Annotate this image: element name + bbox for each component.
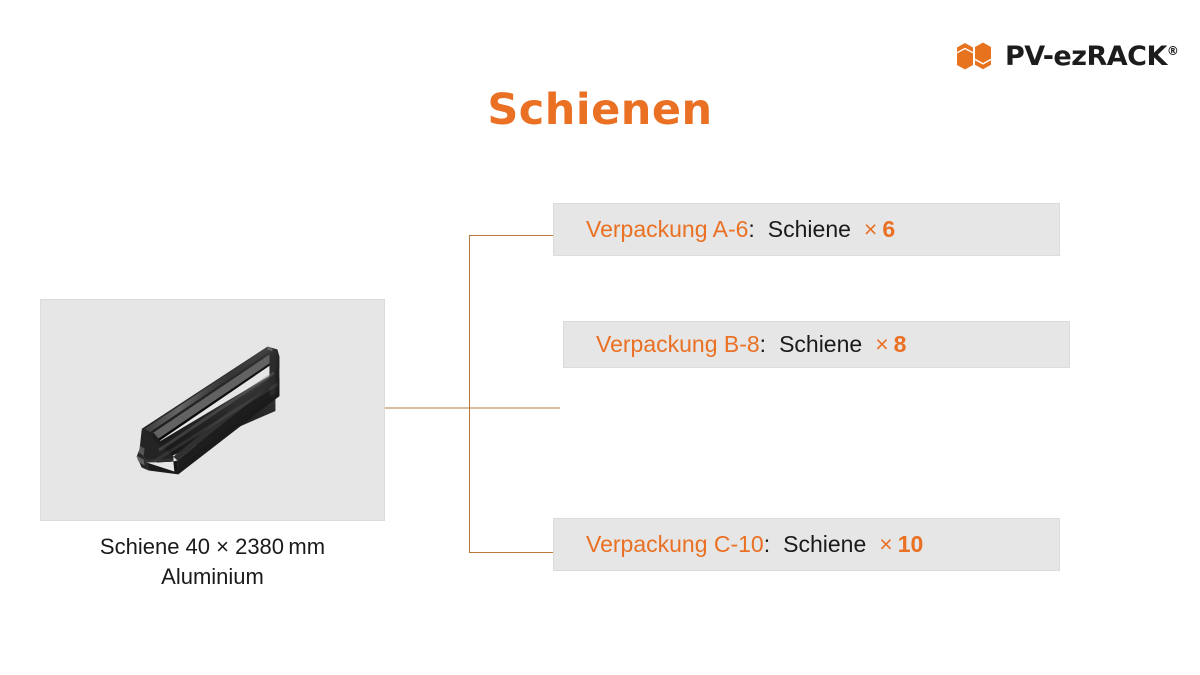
pv-ezrack-hexagon-logo-icon xyxy=(955,38,993,74)
brand-logo: PV-ezRACK® xyxy=(955,38,1179,74)
packaging-qty-c: 10 xyxy=(897,531,924,557)
packaging-colon-c: : xyxy=(763,531,771,557)
black-aluminium-rail-profile-image xyxy=(41,300,384,520)
product-caption-line-2: Aluminium xyxy=(161,563,264,589)
packaging-qty-b: 8 xyxy=(893,331,907,357)
packaging-item-b: Schiene xyxy=(779,331,863,357)
packaging-row-c: Verpackung C-10 : Schiene × 10 xyxy=(553,518,1060,571)
registered-mark: ® xyxy=(1166,43,1179,58)
brand-name: PV-ezRACK® xyxy=(1005,40,1179,72)
packaging-times-c: × xyxy=(879,531,893,557)
packaging-row-b: Verpackung B-8 : Schiene × 8 xyxy=(563,321,1070,368)
packaging-row-a-content: Verpackung A-6 : Schiene × 6 xyxy=(586,216,895,243)
packaging-name-c: Verpackung C-10 xyxy=(586,531,764,557)
packaging-times-b: × xyxy=(875,331,889,357)
packaging-times-a: × xyxy=(863,216,878,242)
packaging-name-b: Verpackung B-8 xyxy=(596,331,760,357)
product-caption: Schiene 40 × 2380 mm Aluminium xyxy=(20,532,405,591)
packaging-qty-a: 6 xyxy=(882,216,896,242)
packaging-row-c-content: Verpackung C-10 : Schiene × 10 xyxy=(586,531,923,558)
packaging-name-a: Verpackung A-6 xyxy=(586,216,749,242)
packaging-item-c: Schiene xyxy=(783,531,867,557)
product-image-panel xyxy=(40,299,385,521)
packaging-colon-b: : xyxy=(759,331,767,357)
packaging-row-a: Verpackung A-6 : Schiene × 6 xyxy=(553,203,1060,256)
product-caption-line-1: Schiene 40 × 2380 mm xyxy=(99,534,326,559)
page-title: Schienen xyxy=(487,85,713,135)
packaging-row-b-content: Verpackung B-8 : Schiene × 8 xyxy=(596,331,906,358)
packaging-item-a: Schiene xyxy=(767,216,851,242)
packaging-colon-a: : xyxy=(748,216,755,242)
